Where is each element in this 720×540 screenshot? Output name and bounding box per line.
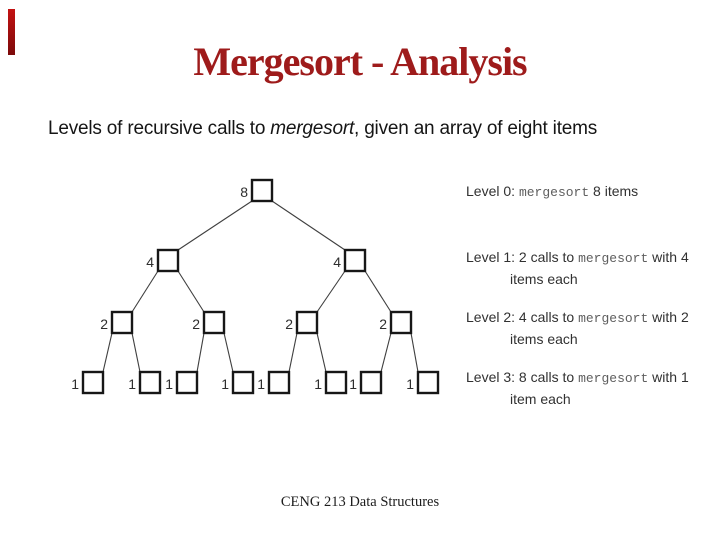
tree-edge bbox=[380, 332, 392, 373]
tree-node-label: 1 bbox=[221, 376, 229, 392]
note-pre: Level 3: 8 calls to bbox=[466, 369, 579, 385]
tree-node-label: 1 bbox=[349, 376, 357, 392]
subtitle-term: mergesort bbox=[270, 118, 355, 139]
tree-node-label: 2 bbox=[100, 316, 108, 332]
note-term-mono: mergesort bbox=[578, 311, 649, 326]
level-note-row: Level 3: 8 calls to mergesort with 1 item… bbox=[466, 367, 720, 409]
level-note-row: Level 1: 2 calls to mergesort with 4 item… bbox=[466, 247, 720, 289]
tree-edge bbox=[177, 270, 205, 313]
tree-node bbox=[267, 370, 291, 395]
tree-node bbox=[295, 310, 319, 335]
page-title: Mergesort - Analysis bbox=[193, 39, 527, 84]
note-line2: item each bbox=[510, 391, 571, 407]
tree-node bbox=[250, 178, 274, 203]
subtitle-pre: Levels of recursive calls to bbox=[48, 118, 271, 139]
note-post: with 1 bbox=[648, 369, 689, 385]
tree-edge bbox=[196, 332, 205, 373]
tree-node bbox=[110, 310, 134, 335]
note-pre: Level 0: bbox=[466, 183, 519, 199]
tree-node-label: 1 bbox=[128, 376, 136, 392]
tree-edge bbox=[177, 200, 253, 251]
tree-edge bbox=[223, 332, 234, 373]
note-pre: Level 1: 2 calls to bbox=[466, 249, 579, 265]
tree-edge bbox=[102, 332, 113, 373]
tree-edge bbox=[410, 332, 419, 373]
tree-node-label: 1 bbox=[71, 376, 79, 392]
tree-node bbox=[175, 370, 199, 395]
note-post: 8 items bbox=[589, 183, 639, 199]
tree-edge bbox=[131, 270, 159, 313]
slide-subtitle: Levels of recursive calls to mergesort, … bbox=[48, 118, 688, 140]
tree-node-label: 1 bbox=[314, 376, 322, 392]
tree-node bbox=[138, 370, 162, 395]
note-post: with 2 bbox=[648, 309, 689, 325]
tree-node-label: 1 bbox=[406, 376, 414, 392]
tree-node-label: 1 bbox=[165, 376, 173, 392]
slide-footer: CENG 213 Data Structures bbox=[280, 494, 440, 510]
level-note-row: Level 2: 4 calls to mergesort with 2 item… bbox=[466, 307, 720, 349]
level-note-row: Level 0: mergesort 8 items bbox=[466, 181, 720, 203]
tree-node bbox=[231, 370, 255, 395]
subtitle-post: , given an array of eight items bbox=[354, 118, 598, 139]
tree-node bbox=[416, 370, 440, 395]
tree-node bbox=[324, 370, 348, 395]
tree-edge bbox=[316, 270, 346, 313]
tree-edge bbox=[288, 332, 298, 373]
note-term-mono: mergesort bbox=[518, 185, 590, 200]
tree-node bbox=[202, 310, 226, 335]
tree-node-label: 2 bbox=[379, 316, 387, 332]
tree-node bbox=[343, 248, 367, 273]
tree-node-label: 8 bbox=[240, 184, 248, 200]
tree-node-label: 4 bbox=[333, 254, 341, 270]
tree-node-label: 4 bbox=[146, 254, 154, 270]
note-pre: Level 2: 4 calls to bbox=[466, 309, 579, 325]
note-post: with 4 bbox=[648, 249, 689, 265]
tree-node bbox=[389, 310, 413, 335]
note-line2: items each bbox=[510, 271, 578, 287]
tree-edge bbox=[364, 270, 392, 313]
tree-node-label: 2 bbox=[285, 316, 293, 332]
note-line2: items each bbox=[510, 331, 578, 347]
tree-edge bbox=[316, 332, 327, 373]
recursion-tree-diagram: 8 4 4 2 2 2 2 1 1 1 1 1 1 1 1 bbox=[71, 178, 440, 395]
tree-node bbox=[359, 370, 383, 395]
note-term-mono: mergesort bbox=[578, 371, 649, 386]
note-term-mono: mergesort bbox=[578, 251, 649, 266]
tree-node-label: 1 bbox=[257, 376, 265, 392]
tree-node-label: 2 bbox=[192, 316, 200, 332]
tree-edge bbox=[271, 200, 346, 251]
accent-bar bbox=[8, 9, 15, 55]
tree-node bbox=[81, 370, 105, 395]
tree-node bbox=[156, 248, 180, 273]
tree-edge bbox=[131, 332, 141, 373]
